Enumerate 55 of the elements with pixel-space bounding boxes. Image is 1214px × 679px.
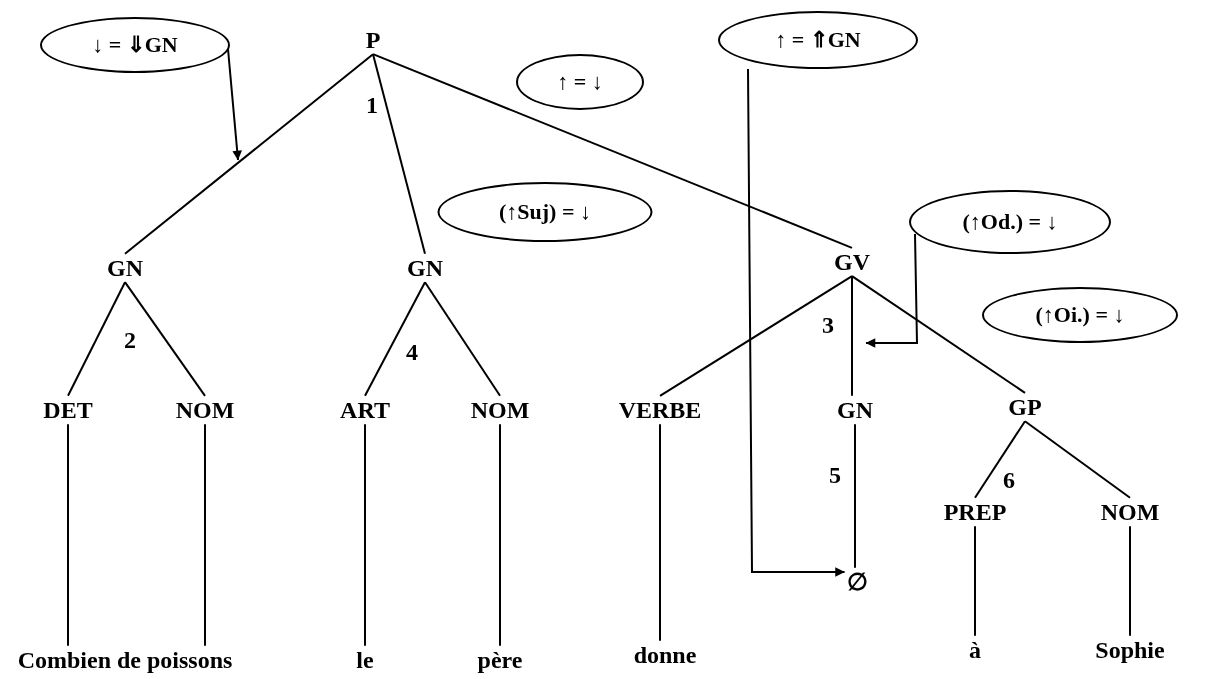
constituent-number: 3	[822, 311, 834, 339]
arrow	[747, 68, 846, 577]
tree-branch	[372, 53, 853, 249]
tree-branch	[1129, 525, 1131, 637]
annotation-ellipse: ↑ = ⇑GN	[718, 11, 918, 69]
constituent-number: 1	[366, 91, 378, 119]
category-label: DET	[41, 395, 95, 425]
tree-branch	[364, 281, 426, 397]
tree-branch	[851, 275, 1026, 394]
tree-branch	[124, 53, 374, 255]
tree-branch	[974, 420, 1026, 499]
constituent-number: 5	[829, 461, 841, 489]
tree-branch	[851, 275, 853, 397]
tree-branch	[499, 423, 501, 647]
category-label: P	[363, 25, 383, 55]
annotation-ellipse: (↑Suj) = ↓	[437, 182, 653, 242]
constituent-number: 2	[124, 326, 136, 354]
tree-branch	[854, 423, 856, 569]
word: père	[475, 645, 525, 675]
category-label: GN	[405, 253, 445, 283]
tree-branch	[67, 423, 69, 647]
word: ∅	[844, 567, 870, 597]
tree-branch	[372, 53, 426, 255]
annotation-ellipse: ↓ = ⇓GN	[40, 17, 230, 73]
tree-branch	[1024, 420, 1131, 499]
tree-branch	[424, 281, 501, 397]
word: le	[354, 645, 376, 675]
category-label: NOM	[468, 395, 532, 425]
category-label: VERBE	[616, 395, 704, 425]
category-label: GN	[835, 395, 875, 425]
tree-branch	[67, 281, 126, 397]
tree-branch	[364, 423, 366, 647]
category-label: ART	[338, 395, 392, 425]
category-label: NOM	[1098, 497, 1162, 527]
arrow	[865, 233, 918, 348]
annotation-ellipse: (↑Od.) = ↓	[909, 190, 1111, 254]
category-label: GP	[1006, 392, 1044, 422]
category-label: PREP	[941, 497, 1009, 527]
constituent-number: 4	[406, 338, 418, 366]
tree-branch	[124, 281, 206, 397]
tree-branch	[659, 423, 661, 642]
category-label: GN	[105, 253, 145, 283]
word: Sophie	[1093, 635, 1167, 665]
word: à	[967, 635, 983, 665]
constituent-number: 6	[1003, 466, 1015, 494]
category-label: GV	[832, 247, 872, 277]
word: Combien de poissons	[15, 645, 235, 675]
tree-branch	[974, 525, 976, 637]
category-label: NOM	[173, 395, 237, 425]
arrow	[227, 48, 242, 161]
word: donne	[631, 640, 699, 670]
tree-branch	[659, 275, 853, 397]
annotation-ellipse: (↑Oi.) = ↓	[982, 287, 1178, 343]
annotation-ellipse: ↑ = ↓	[516, 54, 644, 110]
tree-branch	[204, 423, 206, 647]
